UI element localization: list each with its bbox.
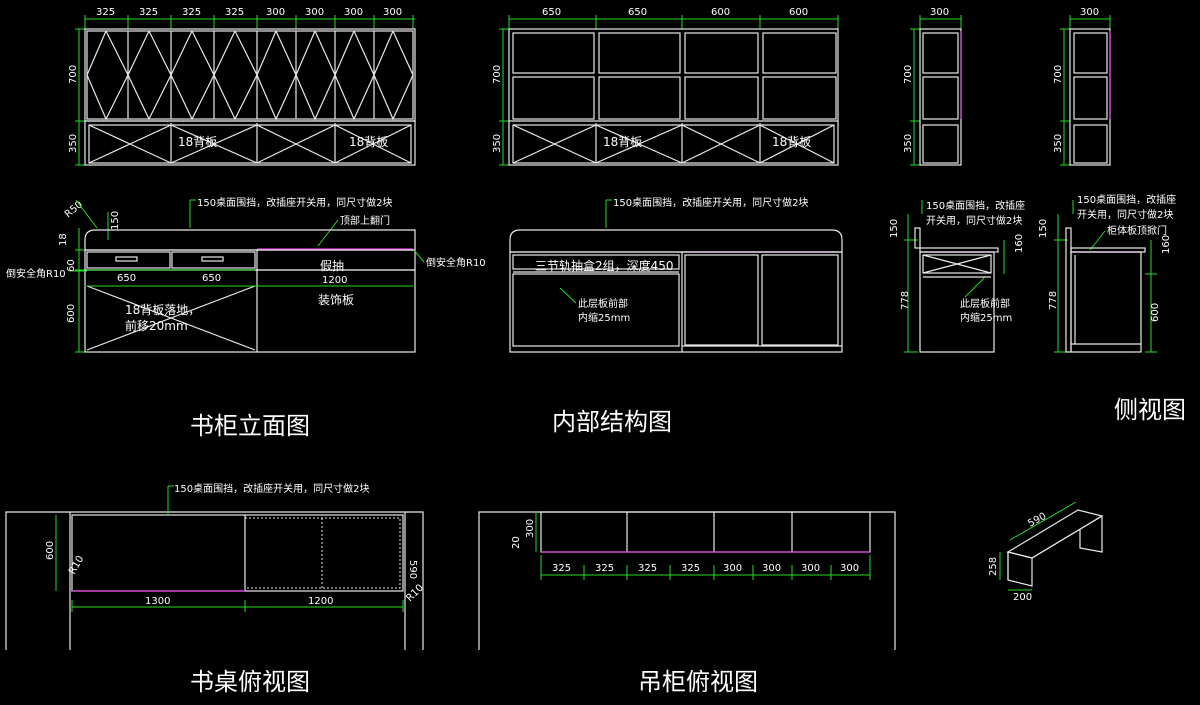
dim-label: 650 — [542, 7, 561, 18]
dim-label: 300 — [525, 519, 536, 538]
dim-label: 600 — [45, 541, 56, 560]
back-panel-label: 18背板 — [178, 135, 217, 149]
dim-label: 700 — [68, 65, 79, 84]
desk-note: 150桌面围挡，改插座开关用，同尺寸做2块 — [197, 196, 392, 209]
dim-label: 600 — [1150, 303, 1161, 322]
dim-label: 300 — [723, 563, 742, 574]
dim-label: 300 — [801, 563, 820, 574]
dim-label: 650 — [202, 273, 221, 284]
dim-label: 160 — [1014, 234, 1025, 253]
shelf-note: 此层板前部 — [578, 297, 628, 310]
dim-label: 325 — [96, 7, 115, 18]
side-note: 150桌面围挡，改插座 — [1077, 193, 1176, 206]
back-panel-label: 18背板 — [772, 135, 811, 149]
dim-label: 150 — [1038, 219, 1049, 238]
dim-label: R50 — [63, 199, 85, 220]
false-drawer-label: 假抽 — [320, 259, 344, 273]
top-flip-door-note: 顶部上翻门 — [340, 214, 390, 227]
internal-view: 650 650 600 600 700 350 18背板 18背板 150桌面围… — [492, 7, 843, 436]
dim-label: 150 — [110, 211, 121, 230]
side-view: 300 700 350 300 700 350 150桌面围挡，改插座 开关用，… — [889, 7, 1186, 424]
dim-label: 300 — [383, 7, 402, 18]
dim-label: 300 — [344, 7, 363, 18]
desk-note: 150桌面围挡，改插座开关用，同尺寸做2块 — [613, 196, 808, 209]
dim-label: 650 — [117, 273, 136, 284]
dim-label: 350 — [903, 134, 914, 153]
drawer-note: 三节轨抽盒2组，深度450 — [535, 258, 674, 273]
elevation-view: 325 325 325 325 300 300 300 300 700 350 — [6, 7, 486, 440]
dim-label: 778 — [900, 291, 911, 310]
dim-label: 350 — [68, 134, 79, 153]
dim-label: 300 — [1080, 7, 1099, 18]
dim-label: 325 — [225, 7, 244, 18]
dim-label: 778 — [1048, 291, 1059, 310]
view-title: 吊柜俯视图 — [638, 668, 758, 696]
dim-label: 160 — [1161, 235, 1172, 254]
view-title: 书桌俯视图 — [190, 668, 310, 696]
dim-label: 700 — [903, 65, 914, 84]
dim-label: 150 — [889, 219, 900, 238]
dim-label: 300 — [762, 563, 781, 574]
dim-label: 325 — [638, 563, 657, 574]
bench-isometric: 590 258 200 — [988, 501, 1104, 603]
view-title: 内部结构图 — [552, 408, 672, 436]
corner-note: 倒安全角R10 — [6, 267, 66, 280]
dim-label: 1200 — [308, 596, 333, 607]
dim-label: 325 — [182, 7, 201, 18]
dim-label: 325 — [595, 563, 614, 574]
corner-note: 倒安全角R10 — [426, 256, 486, 269]
back-panel-note: 前移20mm — [125, 318, 188, 333]
side-note: 开关用，同尺寸做2块 — [926, 214, 1022, 227]
side-note: 开关用，同尺寸做2块 — [1077, 208, 1173, 221]
dim-label: 300 — [840, 563, 859, 574]
dim-label: 300 — [930, 7, 949, 18]
dim-label: 590 — [1026, 511, 1048, 530]
dim-label: 60 — [66, 259, 77, 272]
back-panel-note: 18背板落地， — [125, 303, 200, 317]
shelf-note: 内缩25mm — [960, 311, 1012, 324]
view-title: 侧视图 — [1114, 396, 1186, 424]
dim-label: 300 — [305, 7, 324, 18]
dim-label: 1200 — [322, 275, 347, 286]
dim-label: 18 — [58, 233, 69, 246]
back-panel-label: 18背板 — [603, 135, 642, 149]
dim-label: 600 — [789, 7, 808, 18]
dim-label: 300 — [266, 7, 285, 18]
dim-label: 325 — [681, 563, 700, 574]
view-title: 书柜立面图 — [190, 412, 310, 440]
dim-label: 700 — [1053, 65, 1064, 84]
dim-label: 350 — [1053, 134, 1064, 153]
shelf-note: 内缩25mm — [578, 311, 630, 324]
dim-label: 700 — [492, 65, 503, 84]
back-panel-crosses — [88, 124, 412, 164]
side-note: 150桌面围挡，改插座 — [926, 199, 1025, 212]
dim-label: 590 — [407, 560, 418, 579]
side-note: 柜体板顶掀门 — [1107, 224, 1167, 237]
shelf-note: 此层板前部 — [960, 297, 1010, 310]
dim-label: 600 — [66, 304, 77, 323]
dim-label: 258 — [988, 557, 999, 576]
dim-label: 600 — [711, 7, 730, 18]
diamond-doors — [86, 30, 414, 121]
wall-cabinet-plan-view: 300 20 325 325 325 325 300 300 300 300 吊… — [478, 511, 896, 696]
dim-label: 350 — [492, 134, 503, 153]
desk-note: 150桌面围挡，改插座开关用，同尺寸做2块 — [174, 482, 369, 495]
dim-label: 650 — [628, 7, 647, 18]
dim-label: 325 — [552, 563, 571, 574]
back-panel-label: 18背板 — [349, 135, 388, 149]
dim-label: 325 — [139, 7, 158, 18]
dim-label: 1300 — [145, 596, 170, 607]
deco-panel-label: 装饰板 — [318, 293, 354, 307]
desk-plan-view: 150桌面围挡，改插座开关用，同尺寸做2块 600 R10 590 R10 13… — [5, 482, 426, 696]
dim-label: 200 — [1013, 592, 1032, 603]
dim-label: 20 — [511, 536, 522, 549]
